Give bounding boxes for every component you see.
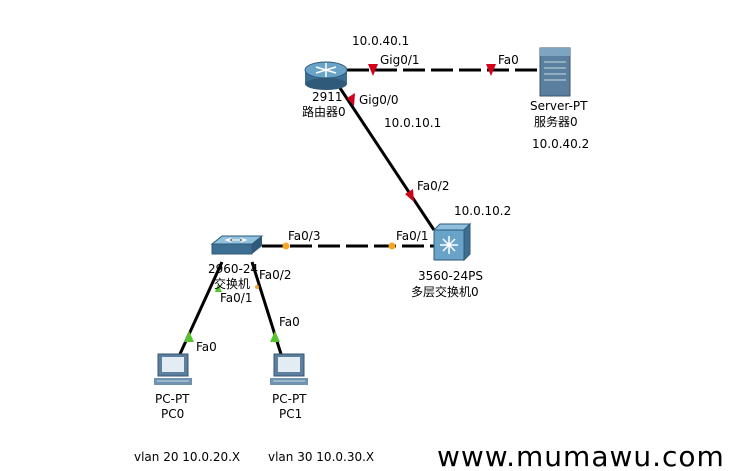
pc1-icon[interactable] (270, 353, 308, 385)
pc0-port-label: Fa0 (196, 340, 217, 354)
link-status-up-icon (270, 331, 280, 342)
server-ip-label: 10.0.40.2 (532, 137, 589, 151)
multilayer-name-label: 多层交换机0 (411, 284, 479, 299)
switch-name-label: 交换机 (214, 276, 250, 291)
pc0-name-label: PC0 (161, 407, 184, 421)
link-router-multilayer[interactable] (338, 87, 436, 231)
pc1-model-label: PC-PT (272, 392, 307, 406)
server-model-label: Server-PT (530, 99, 588, 113)
switch-port-fa02-label: Fa0/2 (259, 268, 291, 282)
link-status-pending-icon (282, 242, 290, 250)
switch-icon[interactable] (210, 235, 264, 255)
switch-port-fa01-label: Fa0/1 (220, 291, 252, 305)
router-ip-label: 10.0.40.1 (352, 34, 409, 48)
router-port-gig00-label: Gig0/0 (359, 93, 399, 107)
link-status-down-icon (347, 93, 355, 106)
router-port-gig01-label: Gig0/1 (380, 53, 420, 67)
link-status-down-icon (368, 64, 378, 76)
router-name-label: 路由器0 (302, 104, 346, 119)
link-status-pending-icon (388, 242, 396, 250)
pc0-model-label: PC-PT (155, 392, 190, 406)
link-status-down-icon (405, 189, 414, 202)
link-status-pending-icon (255, 285, 259, 289)
pc0-vlan-label: vlan 20 10.0.20.X (134, 450, 240, 464)
router-model-label: 2911 (312, 90, 343, 104)
multilayer-model-label: 3560-24PS (418, 269, 483, 283)
switch-model-label: 2960-24 (208, 262, 258, 276)
link-status-down-icon (486, 64, 496, 76)
pc1-name-label: PC1 (279, 407, 302, 421)
switch-port-fa03-label: Fa0/3 (288, 229, 320, 243)
multilayer-port-fa02-label: Fa0/2 (417, 179, 449, 193)
multilayer-switch-icon[interactable] (432, 222, 472, 262)
pc1-vlan-label: vlan 30 10.0.30.X (268, 450, 374, 464)
server-name-label: 服务器0 (534, 114, 578, 129)
multilayer-port-fa01-label: Fa0/1 (396, 229, 428, 243)
router-icon[interactable] (304, 61, 348, 90)
link-status-up-icon (215, 284, 222, 292)
multilayer-ip-label: 10.0.10.2 (454, 204, 511, 218)
server-icon[interactable] (539, 47, 571, 97)
pc1-port-label: Fa0 (279, 315, 300, 329)
router-gig00-ip-label: 10.0.10.1 (384, 116, 441, 130)
watermark-text: www.mumawu.com (437, 440, 725, 471)
pc0-icon[interactable] (154, 353, 192, 385)
server-port-label: Fa0 (498, 53, 519, 67)
link-status-up-icon (184, 331, 194, 342)
